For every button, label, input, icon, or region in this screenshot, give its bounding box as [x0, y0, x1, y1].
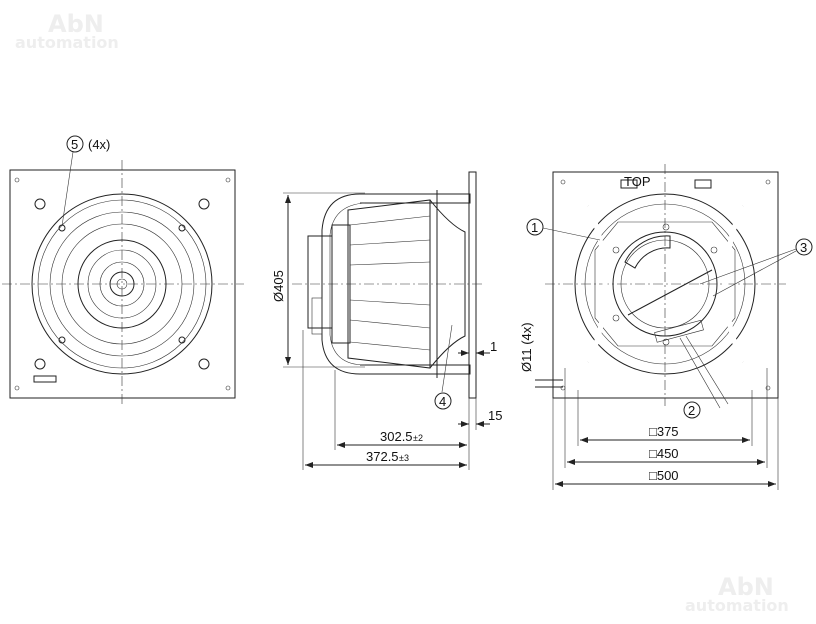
svg-text:TOP: TOP [624, 174, 651, 189]
svg-text:AbN: AbN [48, 10, 104, 38]
callout-2 [683, 401, 701, 419]
svg-text:AbN: AbN [718, 573, 774, 601]
svg-text:□450: □450 [649, 446, 679, 461]
flange-plate [468, 171, 477, 399]
svg-text:(4x): (4x) [88, 137, 110, 152]
svg-text:±3: ±3 [399, 453, 409, 463]
electronics-housing [307, 235, 333, 329]
callout-3 [795, 238, 813, 256]
rear-view: TOP 1 3 2 Ø11 (4x) □375 □450 □500 [519, 164, 813, 490]
callout-4 [434, 392, 452, 410]
callout-5 [66, 135, 84, 153]
svg-text:15: 15 [488, 408, 502, 423]
svg-text:2: 2 [688, 403, 695, 418]
side-view: Ø405 4 1 15 302.5 ±2 372.5 ±3 [271, 171, 502, 470]
callout-1 [526, 218, 544, 236]
fan-blades [349, 215, 431, 351]
top-marker [620, 179, 638, 189]
svg-text:5: 5 [71, 137, 78, 152]
svg-text:automation: automation [685, 596, 789, 615]
watermark-bottom-right: AbN automation [685, 573, 789, 615]
watermark-top-left: AbN automation [15, 10, 119, 52]
nameplate [33, 375, 57, 383]
svg-text:302.5: 302.5 [380, 429, 413, 444]
rotation-marker [694, 179, 712, 189]
svg-text:±2: ±2 [413, 433, 423, 443]
svg-text:Ø405: Ø405 [271, 270, 286, 302]
front-view: 5 (4x) [2, 135, 244, 406]
svg-text:Ø11 (4x): Ø11 (4x) [519, 322, 534, 372]
svg-text:4: 4 [439, 394, 446, 409]
svg-text:automation: automation [15, 33, 119, 52]
svg-text:□500: □500 [649, 468, 679, 483]
svg-text:3: 3 [800, 240, 807, 255]
svg-text:1: 1 [490, 339, 497, 354]
svg-text:1: 1 [531, 220, 538, 235]
svg-text:□375: □375 [649, 424, 679, 439]
svg-text:372.5: 372.5 [366, 449, 399, 464]
mounting-holes [14, 177, 231, 391]
